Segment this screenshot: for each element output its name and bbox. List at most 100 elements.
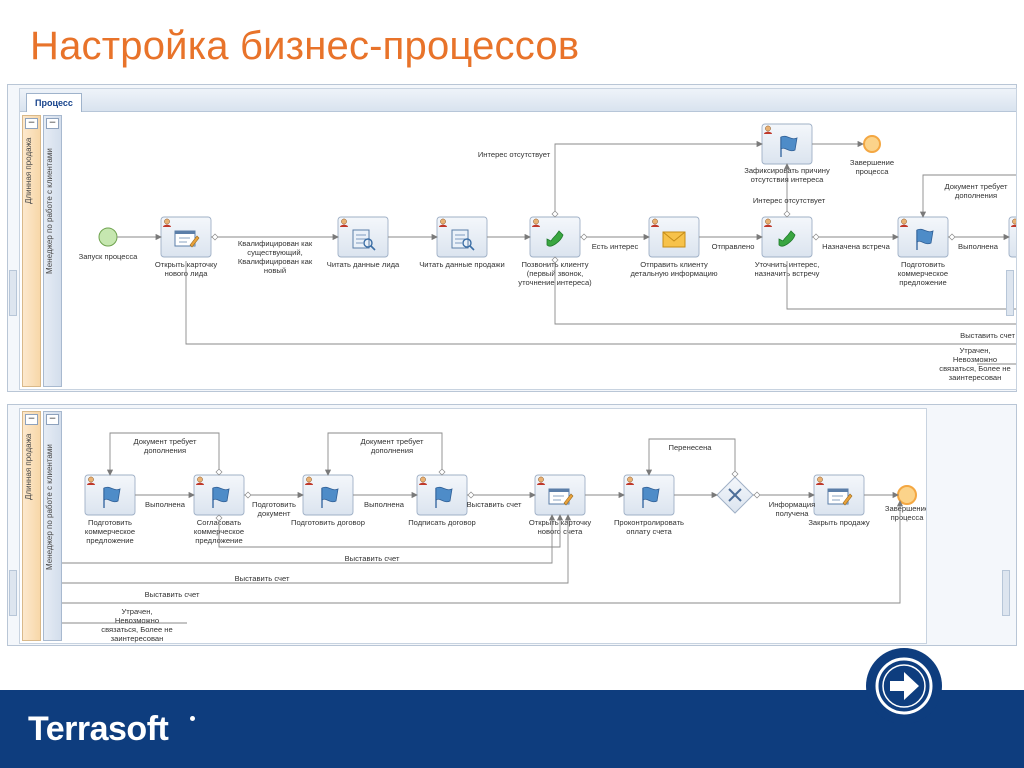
task-3-label: Читать данные продажи [419, 260, 505, 269]
conditional-flow-marker [467, 491, 475, 499]
task2-4-label-line: Подписать договор [408, 518, 476, 527]
lane-manager: − Менеджер по работе с клиентами [43, 411, 62, 641]
sequence-flow [185, 261, 1016, 345]
read-data-icon [451, 229, 475, 251]
flow-lost-label-line: Утрачен, [121, 607, 152, 616]
conditional-flow-marker [753, 491, 761, 499]
flow-postponed-label-line: Перенесена [669, 443, 713, 452]
flow-invoice-label: Выставить счет [467, 500, 522, 509]
scroll-handle-right[interactable] [1006, 270, 1014, 316]
user-icon [87, 476, 95, 485]
user-icon [163, 218, 171, 227]
sequence-flow [554, 140, 763, 213]
flow-qualified-label-line: новый [264, 266, 286, 275]
user-icon [900, 218, 908, 227]
pool-label: Длинная продажа [24, 433, 33, 500]
sequence-flow [106, 432, 220, 476]
collapse-button[interactable]: − [46, 118, 59, 129]
flow-qualified-label-line: существующий, [247, 248, 302, 257]
pool-long-sale: − Длинная продажа [22, 411, 41, 641]
task-7-label-line: Подготовить [901, 260, 945, 269]
flow-sent-label-line: Отправлено [712, 242, 755, 251]
flow-invoice-4-label: Выставить счет [145, 590, 200, 599]
tab-process[interactable]: Процесс [26, 93, 82, 112]
flow-no-interest-2-label-line: Интерес отсутствует [753, 196, 826, 205]
collapse-button[interactable]: − [25, 118, 38, 129]
flag-icon [212, 486, 230, 508]
scroll-handle-left[interactable] [9, 270, 17, 316]
end-event[interactable] [863, 135, 881, 153]
flag-icon [916, 228, 934, 250]
flow-done-label-line: Выполнена [958, 242, 999, 251]
flow-invoice-4-label-line: Выставить счет [145, 590, 200, 599]
lane-label: Менеджер по работе с клиентами [45, 148, 54, 274]
flow-no-interest-label-line: Интерес отсутствует [478, 150, 551, 159]
next-slide-button[interactable] [866, 648, 942, 724]
collapse-button[interactable]: − [25, 414, 38, 425]
user-icon [439, 218, 447, 227]
user-icon [532, 218, 540, 227]
flow-meeting-label-line: Назначена встреча [822, 242, 890, 251]
flow-sent-label: Отправлено [712, 242, 755, 251]
scroll-handle-right[interactable] [1002, 570, 1010, 616]
sequence-flow [554, 261, 1016, 325]
sequence-flow [786, 261, 1016, 310]
flag-icon [103, 486, 121, 508]
flow-no-interest-2-label: Интерес отсутствует [753, 196, 826, 205]
conditional-flow-marker [551, 210, 559, 218]
conditional-flow-marker [211, 233, 219, 241]
flow-doc-addition-2-label-line: дополнения [371, 446, 413, 455]
process-panel-bottom: − Длинная продажа − Менеджер по работе с… [7, 404, 1017, 646]
flow-info-received-label-line: получена [776, 509, 810, 518]
process-designer-top: Процесс − Длинная продажа − Менеджер по … [19, 88, 1017, 390]
end-event-label-line: процесса [891, 513, 925, 522]
footer-bar [0, 690, 1024, 768]
user-icon [419, 476, 427, 485]
flag-icon [321, 486, 339, 508]
flag-icon [435, 486, 453, 508]
flow-done-label: Выполнена [145, 500, 186, 509]
task2-1-label-line: Подготовить [88, 518, 132, 527]
flow-lost-label-line: связаться, Более не [939, 364, 1010, 373]
user-icon [651, 218, 659, 227]
start-event[interactable] [98, 227, 118, 247]
flow-lost-label-line: Невозможно [953, 355, 997, 364]
flow-doc-addition-label-line: дополнения [955, 191, 997, 200]
task2-7-label: Закрыть продажу [808, 518, 870, 527]
flow-lost-label-line: связаться, Более не [101, 625, 172, 634]
sequence-flow [218, 514, 564, 548]
flow-invoice-label-line: Выставить счет [960, 331, 1015, 340]
flow-invoice-label: Выставить счет [960, 331, 1015, 340]
flow-lost-label-line: Утрачен, [959, 346, 990, 355]
sequence-flow [62, 500, 904, 604]
flow-doc-addition-2-label-line: Документ требует [361, 437, 425, 446]
end-event-label-line: процесса [856, 167, 890, 176]
conditional-flow-marker [438, 468, 446, 476]
task-7-label-line: предложение [899, 278, 946, 287]
task2-3-label-line: Подготовить договор [291, 518, 365, 527]
pool-label: Длинная продажа [24, 137, 33, 204]
process-designer-bottom: − Длинная продажа − Менеджер по работе с… [19, 408, 927, 644]
collapse-button[interactable]: − [46, 414, 59, 425]
conditional-flow-marker [551, 256, 559, 264]
sequence-flow [62, 514, 556, 564]
task2-4-label: Подписать договор [408, 518, 476, 527]
end-event[interactable] [897, 485, 917, 505]
scroll-handle-left[interactable] [9, 570, 17, 616]
sequence-flow [645, 438, 736, 476]
conditional-flow-marker [215, 514, 223, 522]
exclusive-gateway-icon [728, 488, 742, 502]
process-panel-top: Процесс − Длинная продажа − Менеджер по … [7, 84, 1017, 392]
flow-postponed-label: Перенесена [669, 443, 713, 452]
flow-doc-addition-label-line: Документ требует [945, 182, 1009, 191]
conditional-flow-marker [812, 233, 820, 241]
user-icon [305, 476, 313, 485]
flow-qualified-label-line: Квалифицирован как [238, 257, 313, 266]
